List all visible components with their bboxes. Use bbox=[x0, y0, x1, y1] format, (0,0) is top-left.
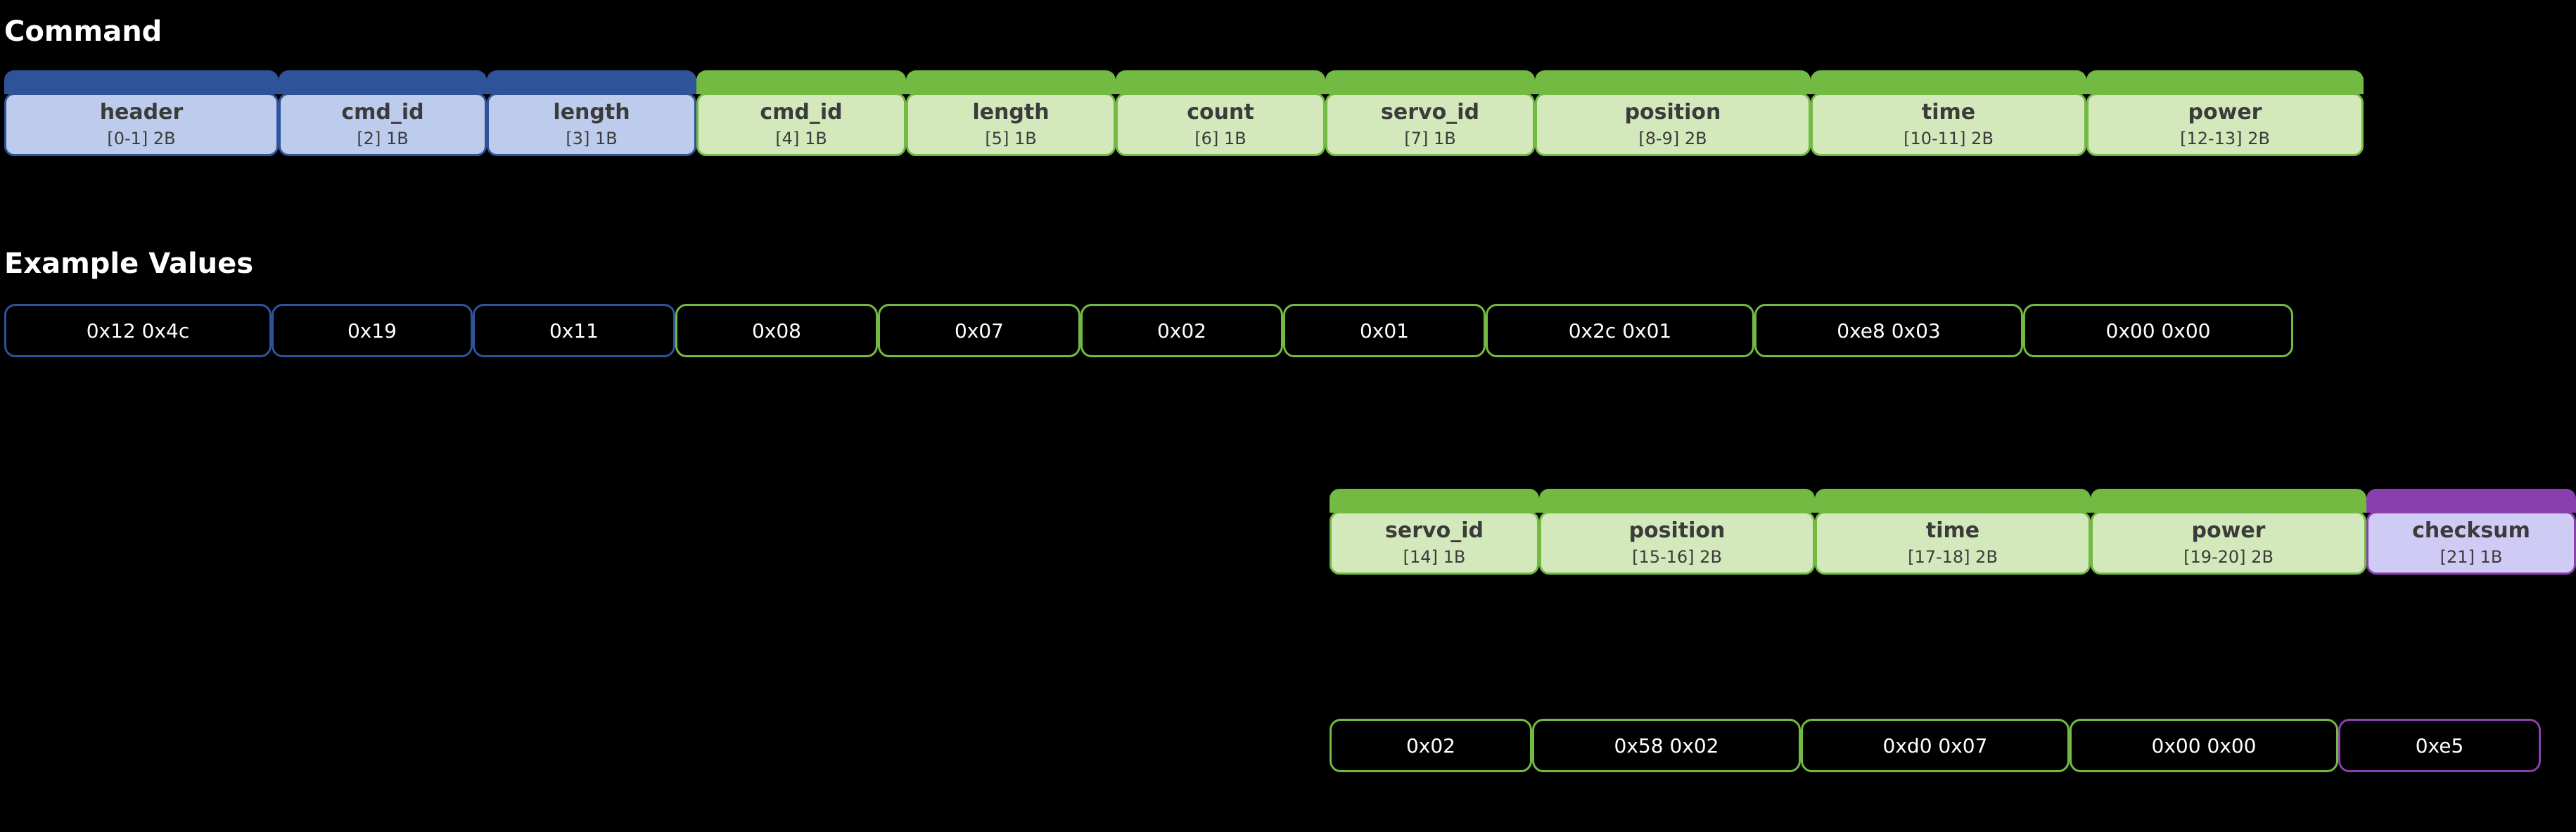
row1-field-body-3: cmd_id [4] 1B bbox=[696, 93, 906, 156]
row1-field-body-8: time [10-11] 2B bbox=[1811, 93, 2086, 156]
field-range-label: [2] 1B bbox=[357, 129, 409, 148]
row2-field-servo-id-0: servo_id [14] 1B bbox=[1330, 489, 1539, 575]
field-name-label: checksum bbox=[2412, 518, 2530, 543]
field-range-label: [6] 1B bbox=[1194, 129, 1246, 148]
field-range-label: [5] 1B bbox=[985, 129, 1037, 148]
field-range-label: [12-13] 2B bbox=[2180, 129, 2270, 148]
field-name-label: cmd_id bbox=[760, 100, 843, 124]
field-name-label: count bbox=[1187, 100, 1254, 124]
row1-value-cell-6: 0x01 bbox=[1283, 304, 1486, 357]
packet-field-row-1: header [0-1] 2B cmd_id [2] 1B length [3] 1B cm… bbox=[4, 70, 2364, 156]
row1-field-cap-4 bbox=[906, 70, 1116, 94]
row1-field-cap-0 bbox=[4, 70, 279, 94]
field-name-label: length bbox=[972, 100, 1050, 124]
row1-field-time-8: time [10-11] 2B bbox=[1811, 70, 2086, 156]
row1-field-length-4: length [5] 1B bbox=[906, 70, 1116, 156]
row1-field-cmd-id-1: cmd_id [2] 1B bbox=[279, 70, 487, 156]
row1-field-cmd-id-3: cmd_id [4] 1B bbox=[696, 70, 906, 156]
row2-field-body-3: power [19-20] 2B bbox=[2091, 511, 2366, 575]
row1-field-power-9: power [12-13] 2B bbox=[2086, 70, 2364, 156]
command-section-title: Command bbox=[4, 15, 162, 48]
row1-field-length-2: length [3] 1B bbox=[487, 70, 696, 156]
field-range-label: [8-9] 2B bbox=[1638, 129, 1707, 148]
example-values-section-title: Example Values bbox=[4, 248, 254, 280]
row2-field-body-1: position [15-16] 2B bbox=[1539, 511, 1815, 575]
row1-field-count-5: count [6] 1B bbox=[1116, 70, 1325, 156]
row1-field-cap-9 bbox=[2086, 70, 2364, 94]
field-name-label: position bbox=[1628, 518, 1726, 543]
row1-value-cell-5: 0x02 bbox=[1080, 304, 1283, 357]
row2-value-cell-2: 0xd0 0x07 bbox=[1801, 719, 2070, 772]
row1-field-cap-6 bbox=[1325, 70, 1535, 94]
row1-field-position-7: position [8-9] 2B bbox=[1535, 70, 1811, 156]
row1-field-body-7: position [8-9] 2B bbox=[1535, 93, 1811, 156]
row2-value-cell-1: 0x58 0x02 bbox=[1532, 719, 1801, 772]
field-range-label: [15-16] 2B bbox=[1632, 547, 1722, 567]
row1-field-body-4: length [5] 1B bbox=[906, 93, 1116, 156]
row1-field-cap-5 bbox=[1116, 70, 1325, 94]
row2-value-cell-3: 0x00 0x00 bbox=[2070, 719, 2338, 772]
row1-value-cell-4: 0x07 bbox=[878, 304, 1080, 357]
row2-field-cap-2 bbox=[1815, 489, 2091, 513]
row2-value-cell-0: 0x02 bbox=[1330, 719, 1532, 772]
row1-field-body-1: cmd_id [2] 1B bbox=[279, 93, 487, 156]
row2-field-body-2: time [17-18] 2B bbox=[1815, 511, 2091, 575]
field-name-label: length bbox=[553, 100, 630, 124]
row2-field-power-3: power [19-20] 2B bbox=[2091, 489, 2366, 575]
row2-field-cap-0 bbox=[1330, 489, 1539, 513]
row1-value-cell-8: 0xe8 0x03 bbox=[1754, 304, 2023, 357]
row2-field-cap-1 bbox=[1539, 489, 1815, 513]
row1-field-cap-3 bbox=[696, 70, 906, 94]
row1-field-body-9: power [12-13] 2B bbox=[2086, 93, 2364, 156]
row1-value-cell-7: 0x2c 0x01 bbox=[1486, 304, 1754, 357]
row2-field-body-0: servo_id [14] 1B bbox=[1330, 511, 1539, 575]
field-name-label: servo_id bbox=[1381, 100, 1479, 124]
field-range-label: [19-20] 2B bbox=[2183, 547, 2274, 567]
field-range-label: [14] 1B bbox=[1403, 547, 1466, 567]
field-range-label: [0-1] 2B bbox=[107, 129, 176, 148]
field-range-label: [21] 1B bbox=[2440, 547, 2503, 567]
row1-value-cell-2: 0x11 bbox=[473, 304, 675, 357]
field-range-label: [7] 1B bbox=[1404, 129, 1456, 148]
row2-value-cell-4: 0xe5 bbox=[2338, 719, 2541, 772]
row1-field-cap-8 bbox=[1811, 70, 2086, 94]
row2-field-checksum-4: checksum [21] 1B bbox=[2366, 489, 2576, 575]
row2-field-cap-3 bbox=[2091, 489, 2366, 513]
field-name-label: time bbox=[1925, 518, 1980, 543]
row1-field-body-2: length [3] 1B bbox=[487, 93, 696, 156]
field-name-label: position bbox=[1624, 100, 1721, 124]
row1-field-header-0: header [0-1] 2B bbox=[4, 70, 279, 156]
row1-field-body-6: servo_id [7] 1B bbox=[1325, 93, 1535, 156]
field-name-label: power bbox=[2188, 100, 2262, 124]
row1-field-cap-7 bbox=[1535, 70, 1811, 94]
row1-value-cell-3: 0x08 bbox=[675, 304, 878, 357]
row2-field-cap-4 bbox=[2366, 489, 2576, 513]
row2-field-body-4: checksum [21] 1B bbox=[2366, 511, 2576, 575]
packet-field-row-2: servo_id [14] 1B position [15-16] 2B time [17… bbox=[1330, 489, 2576, 575]
row1-value-cell-0: 0x12 0x4c bbox=[4, 304, 272, 357]
row1-value-cell-1: 0x19 bbox=[272, 304, 473, 357]
field-name-label: time bbox=[1921, 100, 1976, 124]
row1-field-cap-1 bbox=[279, 70, 487, 94]
row1-field-body-0: header [0-1] 2B bbox=[4, 93, 279, 156]
row2-field-position-1: position [15-16] 2B bbox=[1539, 489, 1815, 575]
row1-field-servo-id-6: servo_id [7] 1B bbox=[1325, 70, 1535, 156]
row2-field-time-2: time [17-18] 2B bbox=[1815, 489, 2091, 575]
field-name-label: power bbox=[2191, 518, 2266, 543]
field-name-label: header bbox=[99, 100, 184, 124]
field-name-label: cmd_id bbox=[341, 100, 424, 124]
row1-field-body-5: count [6] 1B bbox=[1116, 93, 1325, 156]
field-range-label: [17-18] 2B bbox=[1908, 547, 1998, 567]
field-range-label: [4] 1B bbox=[775, 129, 827, 148]
row1-field-cap-2 bbox=[487, 70, 696, 94]
field-name-label: servo_id bbox=[1385, 518, 1484, 543]
field-range-label: [3] 1B bbox=[566, 129, 618, 148]
row1-value-cell-9: 0x00 0x00 bbox=[2023, 304, 2293, 357]
field-range-label: [10-11] 2B bbox=[1904, 129, 1994, 148]
